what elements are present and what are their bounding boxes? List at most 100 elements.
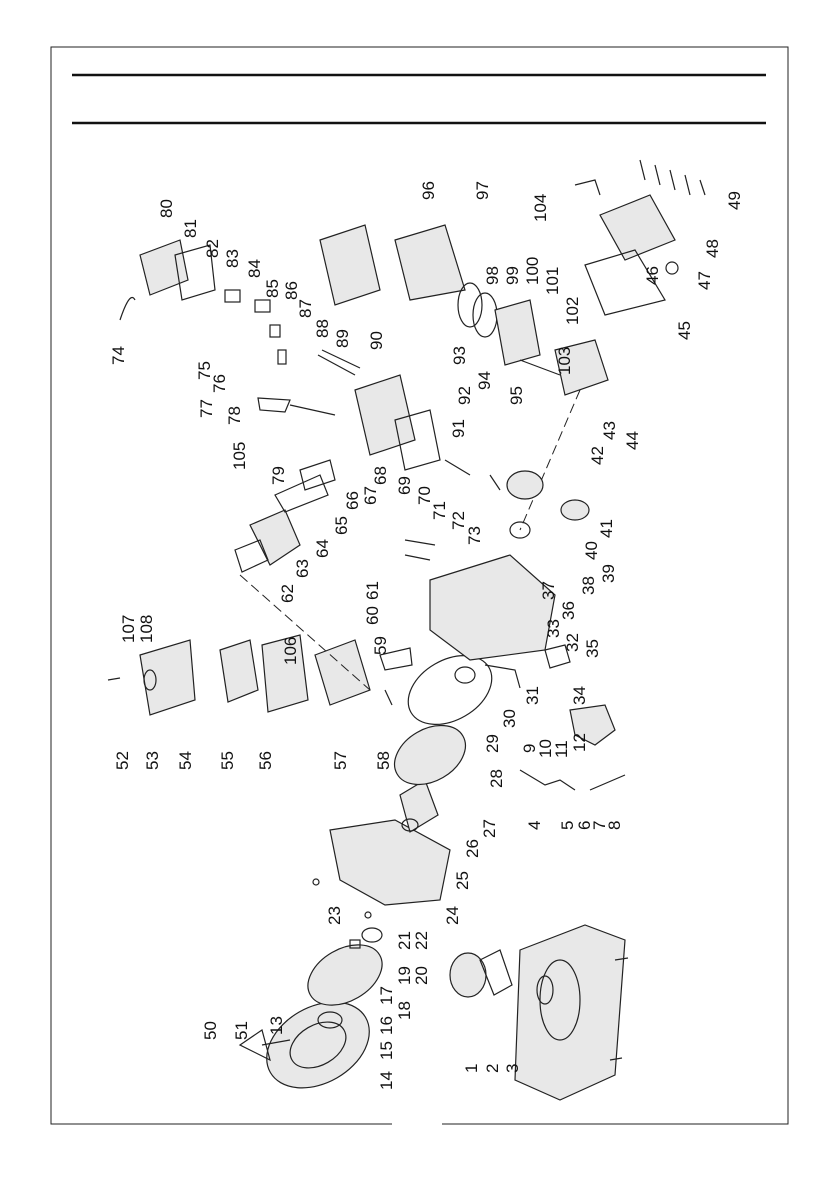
label-43: 43 — [600, 421, 619, 440]
footer-tab — [392, 1118, 442, 1130]
label-62: 62 — [278, 584, 297, 603]
label-45: 45 — [675, 321, 694, 340]
cover-bolt-part-2 — [654, 164, 661, 186]
label-85: 85 — [263, 279, 282, 298]
piston-ring-part — [457, 282, 483, 328]
linkage-part — [519, 769, 576, 791]
bracket-part — [484, 664, 521, 689]
label-104: 104 — [531, 194, 550, 222]
governor-gear-part — [560, 499, 590, 521]
insulator-part — [274, 474, 329, 513]
label-33: 33 — [544, 619, 563, 638]
label-48: 48 — [703, 239, 722, 258]
label-29: 29 — [483, 734, 502, 753]
label-51: 51 — [232, 1021, 251, 1040]
label-94: 94 — [475, 371, 494, 390]
air-filter-cover-part — [139, 639, 196, 716]
cover-bolt-part-3 — [669, 169, 676, 191]
valve-spring-part — [277, 349, 287, 365]
rocker-cover-part — [139, 239, 189, 296]
label-82: 82 — [203, 239, 222, 258]
label-20: 20 — [412, 966, 431, 985]
stud-part — [404, 539, 436, 546]
label-57: 57 — [331, 751, 350, 770]
rocker-part-3 — [269, 324, 281, 338]
label-26: 26 — [463, 839, 482, 858]
fan-shroud-part — [329, 819, 451, 906]
label-93: 93 — [450, 346, 469, 365]
label-47: 47 — [695, 271, 714, 290]
label-56: 56 — [256, 751, 275, 770]
dipstick-part — [574, 179, 601, 196]
muffler-part — [514, 924, 629, 1101]
label-87: 87 — [296, 299, 315, 318]
label-13: 13 — [267, 1016, 286, 1035]
label-96: 96 — [419, 181, 438, 200]
bolt-small-part-2 — [312, 878, 320, 886]
label-107: 107 — [119, 615, 138, 643]
valve-part-2 — [489, 474, 501, 491]
label-38: 38 — [579, 576, 598, 595]
bearing-40-part — [509, 521, 531, 539]
label-103: 103 — [555, 347, 574, 375]
label-49: 49 — [725, 191, 744, 210]
label-92: 92 — [455, 386, 474, 405]
label-53: 53 — [143, 751, 162, 770]
rocker-part-2 — [254, 299, 271, 313]
label-88: 88 — [313, 319, 332, 338]
label-89: 89 — [333, 329, 352, 348]
label-76: 76 — [210, 374, 229, 393]
stud-part-2 — [404, 554, 431, 561]
label-73: 73 — [465, 526, 484, 545]
head-shroud-part — [319, 224, 381, 306]
label-54: 54 — [176, 751, 195, 770]
seal-part — [454, 666, 476, 684]
gasket-62-part — [234, 539, 269, 573]
label-40: 40 — [582, 541, 601, 560]
label-31: 31 — [523, 686, 542, 705]
label-69: 69 — [395, 476, 414, 495]
label-99: 99 — [503, 266, 522, 285]
label-36: 36 — [559, 601, 578, 620]
label-6: 6 — [575, 821, 594, 830]
label-34: 34 — [570, 686, 589, 705]
label-105: 105 — [230, 442, 249, 470]
label-30: 30 — [500, 709, 519, 728]
breather-hose-part — [119, 296, 136, 321]
label-50: 50 — [201, 1021, 220, 1040]
label-52: 52 — [113, 751, 132, 770]
label-90: 90 — [367, 331, 386, 350]
starter-handle-part — [238, 1029, 271, 1062]
label-23: 23 — [325, 906, 344, 925]
crankcase-gasket-part — [584, 249, 666, 316]
piston-ring-part-2 — [472, 292, 498, 338]
label-70: 70 — [415, 486, 434, 505]
label-24: 24 — [443, 906, 462, 925]
push-rod-part — [317, 354, 356, 376]
label-95: 95 — [507, 386, 526, 405]
label-2: 2 — [483, 1064, 502, 1073]
piston-part — [494, 299, 541, 366]
label-41: 41 — [597, 519, 616, 538]
label-108: 108 — [137, 615, 156, 643]
label-68: 68 — [371, 466, 390, 485]
label-27: 27 — [480, 819, 499, 838]
label-55: 55 — [218, 751, 237, 770]
label-80: 80 — [157, 199, 176, 218]
label-71: 71 — [430, 501, 449, 520]
label-81: 81 — [181, 219, 200, 238]
label-72: 72 — [449, 511, 468, 530]
label-101: 101 — [543, 267, 562, 295]
label-64: 64 — [313, 539, 332, 558]
cylinder-head-part — [354, 374, 416, 456]
label-65: 65 — [332, 516, 351, 535]
connecting-rod-part — [519, 359, 561, 376]
label-58: 58 — [374, 751, 393, 770]
assembly-line-2 — [519, 389, 581, 531]
label-46: 46 — [643, 266, 662, 285]
air-box-part — [314, 639, 371, 706]
label-83: 83 — [223, 249, 242, 268]
label-1: 1 — [462, 1064, 481, 1073]
spark-plug-part — [289, 404, 336, 416]
gasket-66-part — [299, 459, 336, 491]
